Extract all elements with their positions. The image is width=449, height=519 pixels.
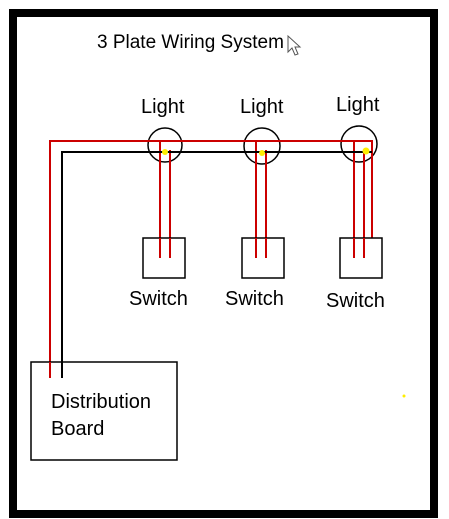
light-label-2: Light bbox=[240, 96, 284, 118]
light-label-1: Light bbox=[141, 96, 185, 118]
switch-1-box bbox=[142, 237, 186, 279]
yellow-speck bbox=[402, 394, 406, 398]
switch-3-box bbox=[339, 237, 383, 279]
light-3-circle bbox=[340, 125, 378, 163]
light-3-junction bbox=[362, 147, 370, 155]
distribution-board-label-line1: Distribution bbox=[51, 391, 151, 413]
light-1-circle bbox=[147, 127, 183, 163]
diagram-title: 3 Plate Wiring System bbox=[97, 32, 284, 53]
switch-wire-stubs bbox=[159, 238, 365, 258]
distribution-board-label-line2: Board bbox=[51, 418, 104, 440]
light-label-3: Light bbox=[336, 94, 380, 116]
switch-2-box bbox=[241, 237, 285, 279]
live-wire bbox=[49, 140, 373, 372]
light-2-junction bbox=[259, 150, 265, 156]
distribution-board-box bbox=[30, 361, 178, 461]
switch-label-1: Switch bbox=[129, 288, 188, 310]
light-2-circle bbox=[243, 127, 281, 165]
neutral-wire bbox=[61, 151, 372, 372]
switch-label-2: Switch bbox=[225, 288, 284, 310]
switch-label-3: Switch bbox=[326, 290, 385, 312]
mouse-cursor-icon bbox=[287, 34, 302, 56]
light-1-junction bbox=[162, 149, 168, 155]
